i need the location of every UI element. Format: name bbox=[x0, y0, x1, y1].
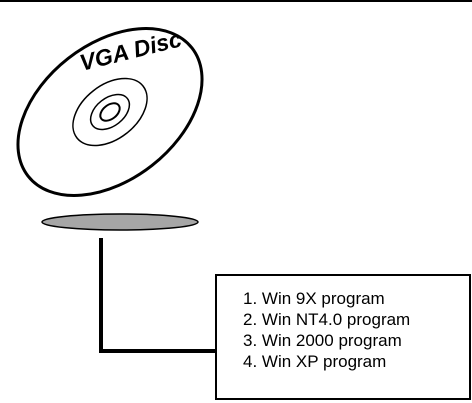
program-item-winnt4: 2. Win NT4.0 program bbox=[243, 310, 411, 329]
top-rule bbox=[0, 0, 472, 2]
program-item-win9x: 1. Win 9X program bbox=[243, 289, 385, 308]
disc-inner-ring bbox=[89, 93, 131, 131]
connector-line bbox=[99, 238, 216, 353]
disc-shadow bbox=[41, 213, 199, 231]
program-list: 1. Win 9X program 2. Win NT4.0 program 3… bbox=[243, 288, 410, 372]
program-list-box: 1. Win 9X program 2. Win NT4.0 program 3… bbox=[215, 274, 471, 400]
cd-disc-icon bbox=[16, 27, 204, 197]
disc-hub-hole bbox=[99, 102, 121, 122]
program-item-winxp: 4. Win XP program bbox=[243, 352, 387, 371]
disc-label-ring bbox=[72, 77, 148, 147]
program-item-win2000: 3. Win 2000 program bbox=[243, 331, 402, 350]
